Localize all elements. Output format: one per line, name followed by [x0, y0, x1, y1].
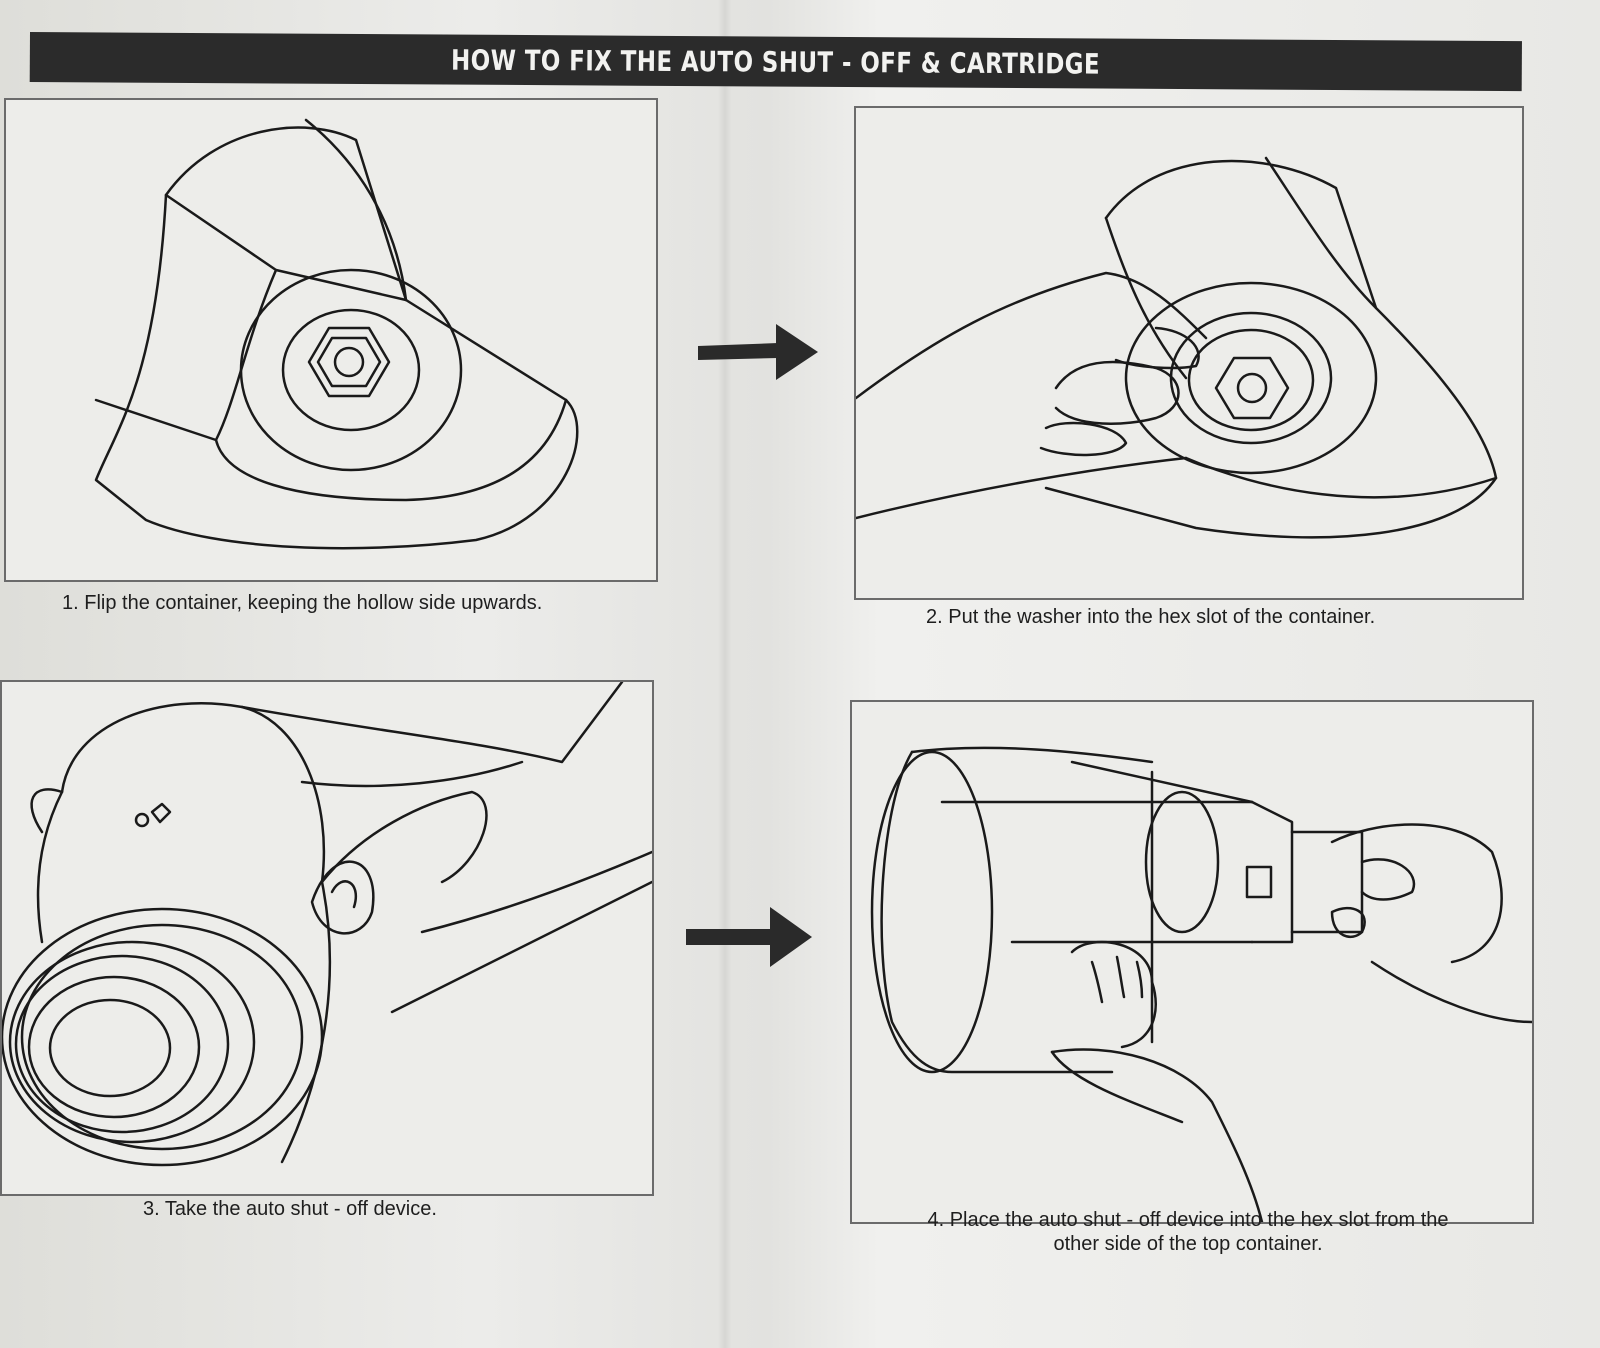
title-bar: HOW TO FIX THE AUTO SHUT - OFF & CARTRID…: [29, 32, 1522, 92]
step-4-caption: 4. Place the auto shut - off device into…: [868, 1208, 1508, 1256]
page-title: HOW TO FIX THE AUTO SHUT - OFF & CARTRID…: [451, 43, 1101, 81]
step-4-caption-line-2: other side of the top container.: [1053, 1233, 1323, 1255]
step-2-caption: 2. Put the washer into the hex slot of t…: [926, 606, 1376, 628]
step-2-illustration: [854, 106, 1524, 600]
paper-fold: [718, 0, 732, 1348]
right-arrow-icon: [686, 907, 812, 967]
right-arrow-icon: [698, 324, 818, 380]
step-1-illustration: [4, 98, 658, 582]
step-4-caption-line-1: 4. Place the auto shut - off device into…: [927, 1209, 1449, 1231]
step-3-illustration: [0, 680, 654, 1196]
step-3-caption: 3. Take the auto shut - off device.: [143, 1198, 437, 1220]
step-1-caption: 1. Flip the container, keeping the hollo…: [62, 592, 543, 614]
step-4-illustration: [850, 700, 1534, 1224]
